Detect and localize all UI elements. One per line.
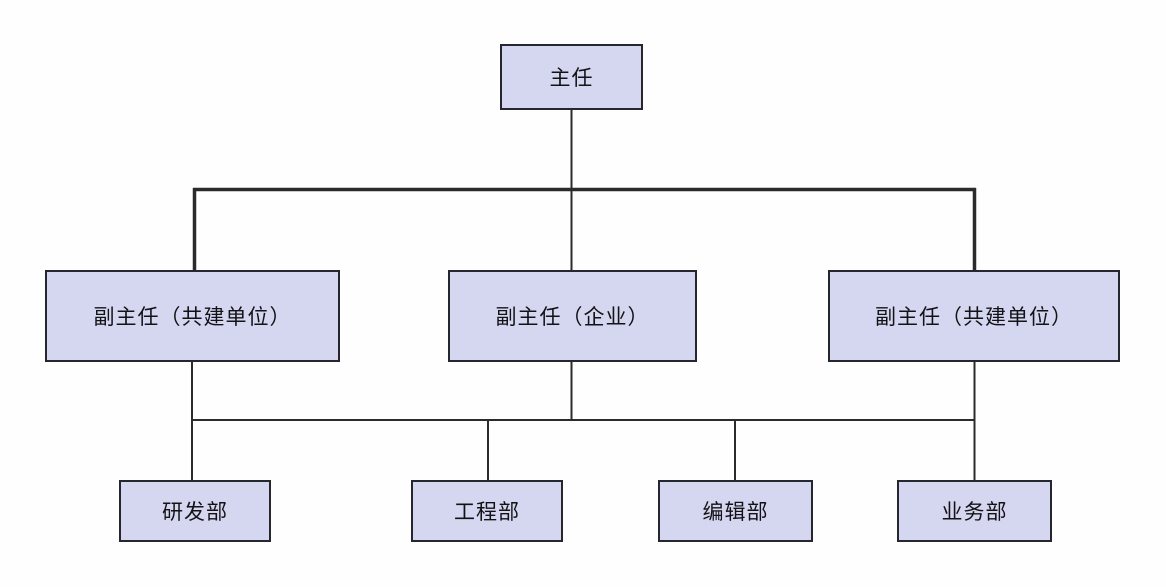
node-deputy-director-coconstruction-left-label: 副主任（共建单位） xyxy=(93,306,292,329)
node-director: 主任 xyxy=(500,44,643,110)
node-business-department: 业务部 xyxy=(897,480,1052,542)
node-rnd-department: 研发部 xyxy=(119,480,271,542)
node-deputy-director-coconstruction-left: 副主任（共建单位） xyxy=(45,270,340,362)
node-engineering-department: 工程部 xyxy=(411,480,563,542)
node-rnd-department-label: 研发部 xyxy=(162,501,228,524)
node-deputy-director-coconstruction-right-label: 副主任（共建单位） xyxy=(875,306,1073,329)
node-director-label: 主任 xyxy=(549,67,594,90)
node-deputy-director-enterprise-label: 副主任（企业） xyxy=(495,306,650,329)
node-deputy-director-coconstruction-right: 副主任（共建单位） xyxy=(828,270,1120,362)
node-engineering-department-label: 工程部 xyxy=(454,501,520,524)
node-editorial-department-label: 编辑部 xyxy=(702,501,769,524)
node-business-department-label: 业务部 xyxy=(941,501,1008,524)
node-editorial-department: 编辑部 xyxy=(658,480,813,542)
node-deputy-director-enterprise: 副主任（企业） xyxy=(448,270,697,362)
